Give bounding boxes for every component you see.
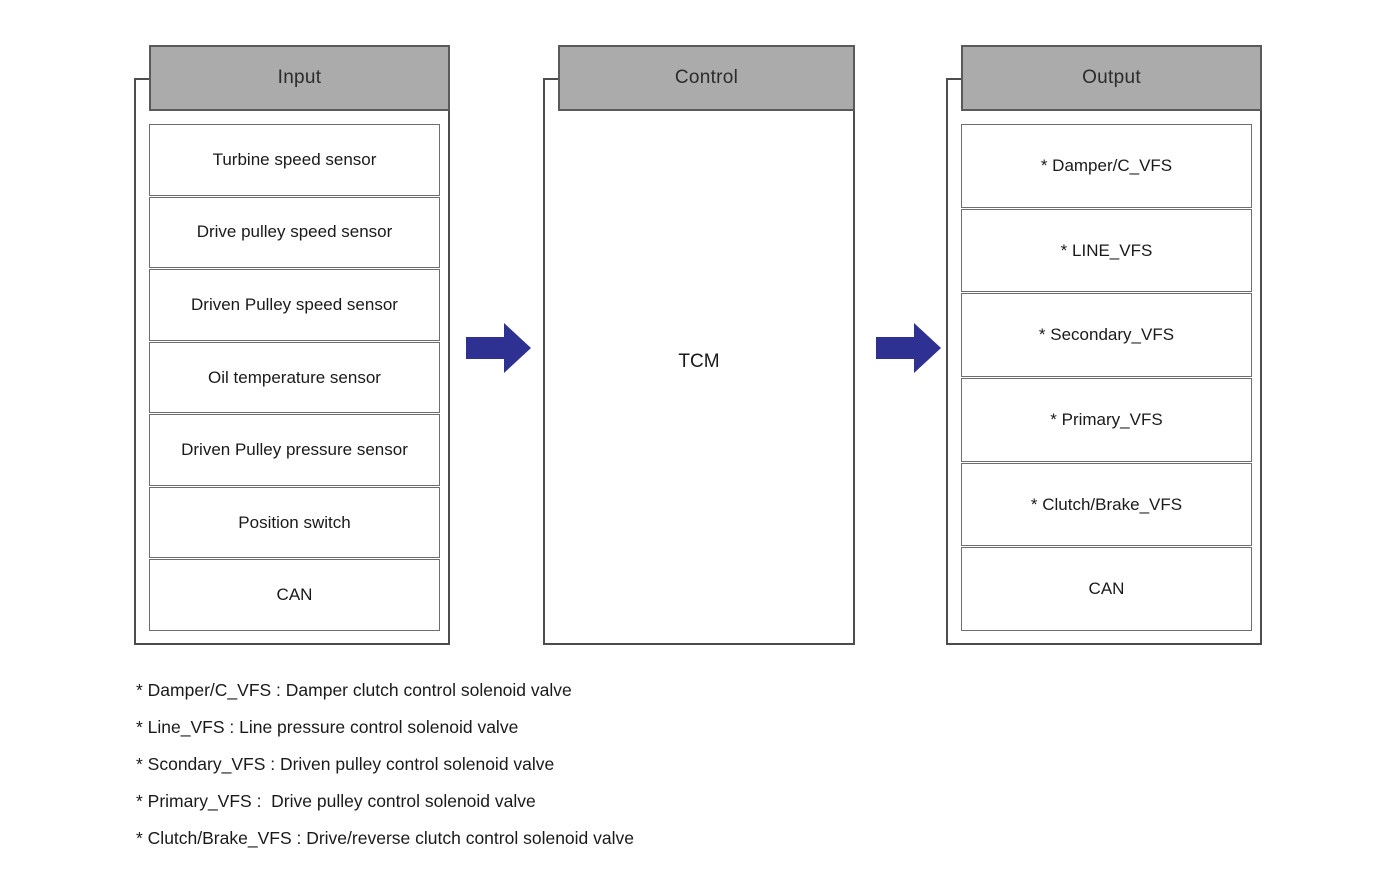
input-item-list: Turbine speed sensor Drive pulley speed …: [149, 124, 440, 632]
output-item-line-vfs: * LINE_VFS: [961, 208, 1252, 293]
input-item-can: CAN: [149, 559, 440, 632]
output-item-clutch-brake-vfs: * Clutch/Brake_VFS: [961, 462, 1252, 547]
legend-line-primary-vfs: * Primary_VFS : Drive pulley control sol…: [136, 791, 536, 811]
legend-line-line-vfs: * Line_VFS : Line pressure control solen…: [136, 717, 519, 737]
output-item-secondary-vfs: * Secondary_VFS: [961, 293, 1252, 378]
legend-line-clutch-brake-vfs: * Clutch/Brake_VFS : Drive/reverse clutc…: [136, 828, 634, 848]
arrow-right-icon-control-to-output: [876, 322, 942, 374]
input-item-drive-pulley-speed-sensor: Drive pulley speed sensor: [149, 196, 440, 269]
output-column: * Damper/C_VFS * LINE_VFS * Secondary_VF…: [946, 45, 1262, 645]
control-column: TCM Control: [543, 45, 855, 645]
control-column-header: Control: [558, 45, 855, 111]
input-item-turbine-speed-sensor: Turbine speed sensor: [149, 124, 440, 196]
input-item-driven-pulley-pressure-sensor: Driven Pulley pressure sensor: [149, 414, 440, 486]
arrow-right-icon-input-to-control: [466, 322, 532, 374]
input-column: Turbine speed sensor Drive pulley speed …: [134, 45, 450, 645]
output-item-damper-c-vfs: * Damper/C_VFS: [961, 124, 1252, 208]
output-column-header: Output: [961, 45, 1262, 111]
input-column-header: Input: [149, 45, 450, 111]
legend-notes: * Damper/C_VFS : Damper clutch control s…: [136, 672, 1036, 857]
input-item-position-switch: Position switch: [149, 486, 440, 559]
control-column-frame: TCM: [543, 78, 855, 645]
output-item-list: * Damper/C_VFS * LINE_VFS * Secondary_VF…: [961, 124, 1252, 632]
input-item-oil-temperature-sensor: Oil temperature sensor: [149, 341, 440, 414]
input-item-driven-pulley-speed-sensor: Driven Pulley speed sensor: [149, 269, 440, 341]
legend-line-scondary-vfs: * Scondary_VFS : Driven pulley control s…: [136, 754, 555, 774]
control-module-label: TCM: [678, 350, 720, 372]
legend-line-damper-c-vfs: * Damper/C_VFS : Damper clutch control s…: [136, 680, 572, 700]
output-item-can: CAN: [961, 547, 1252, 632]
output-item-primary-vfs: * Primary_VFS: [961, 378, 1252, 462]
